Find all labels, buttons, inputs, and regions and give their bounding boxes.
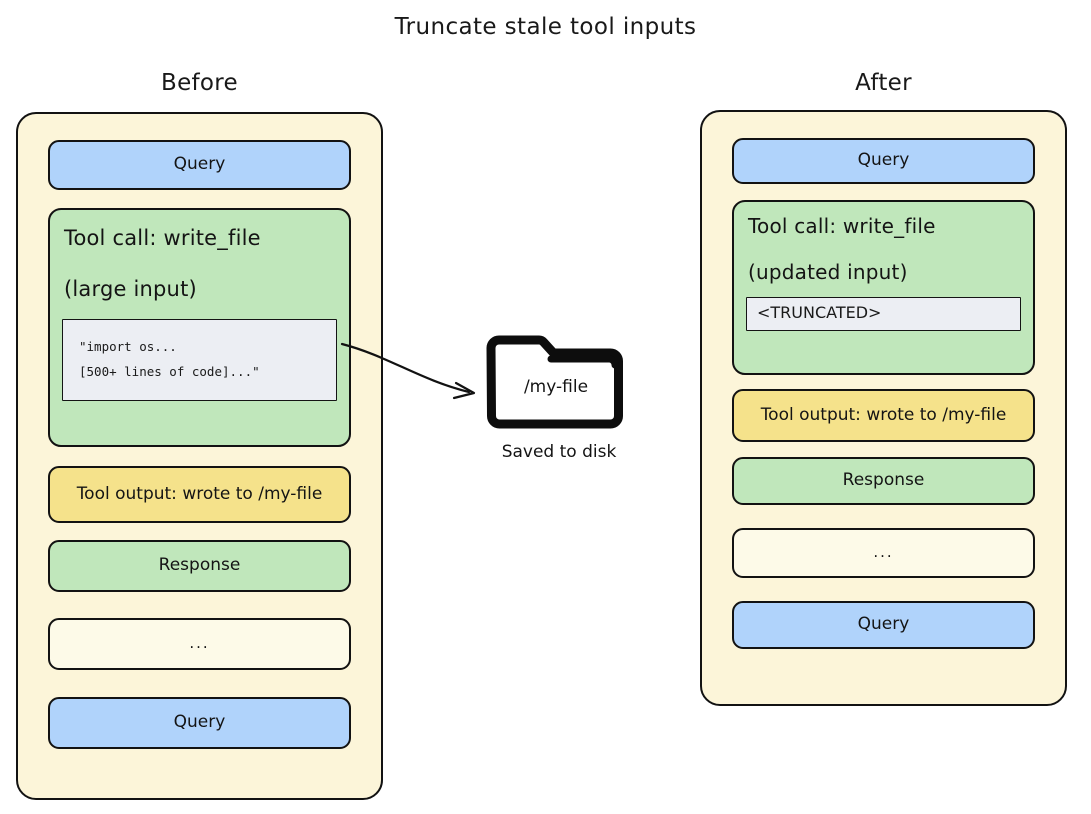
after-block-stack: Query Tool call: write_file (updated inp…: [732, 138, 1035, 649]
saved-file-group: /my-file: [483, 332, 633, 434]
before-query-top-block[interactable]: Query: [48, 140, 351, 190]
after-tool-call-subtitle: (updated input): [748, 259, 908, 284]
column-heading-before: Before: [161, 70, 238, 96]
before-code-line-1: "import os...: [79, 338, 177, 354]
after-truncated-placeholder: <TRUNCATED>: [746, 297, 1021, 331]
before-tool-call-block[interactable]: Tool call: write_file (large input) "imp…: [48, 208, 351, 447]
folder-icon: [486, 335, 623, 429]
after-ellipsis-block[interactable]: ...: [732, 528, 1035, 578]
after-query-bottom-block[interactable]: Query: [732, 601, 1035, 649]
after-response-block[interactable]: Response: [732, 457, 1035, 505]
before-response-block[interactable]: Response: [48, 540, 351, 592]
column-heading-after: After: [855, 70, 912, 96]
after-tool-call-title: Tool call: write_file: [748, 214, 936, 238]
page-title: Truncate stale tool inputs: [394, 14, 697, 40]
before-ellipsis-block[interactable]: ...: [48, 618, 351, 670]
folder-label: /my-file: [523, 377, 589, 397]
before-block-stack: Query Tool call: write_file (large input…: [48, 140, 351, 749]
before-context-panel: Query Tool call: write_file (large input…: [16, 112, 383, 800]
before-code-snippet: "import os... [500+ lines of code]...": [62, 318, 337, 401]
after-tool-output-block[interactable]: Tool output: wrote to /my-file: [732, 389, 1035, 442]
after-context-panel: Query Tool call: write_file (updated inp…: [700, 110, 1067, 706]
after-tool-call-block[interactable]: Tool call: write_file (updated input) <T…: [732, 200, 1035, 375]
before-code-line-2: [500+ lines of code]...": [79, 363, 260, 379]
saved-to-disk-caption: Saved to disk: [501, 442, 617, 462]
after-query-top-block[interactable]: Query: [732, 138, 1035, 184]
before-tool-call-subtitle: (large input): [64, 276, 197, 301]
before-tool-call-title: Tool call: write_file: [64, 226, 261, 250]
before-tool-output-block[interactable]: Tool output: wrote to /my-file: [48, 466, 351, 523]
before-query-bottom-block[interactable]: Query: [48, 697, 351, 749]
